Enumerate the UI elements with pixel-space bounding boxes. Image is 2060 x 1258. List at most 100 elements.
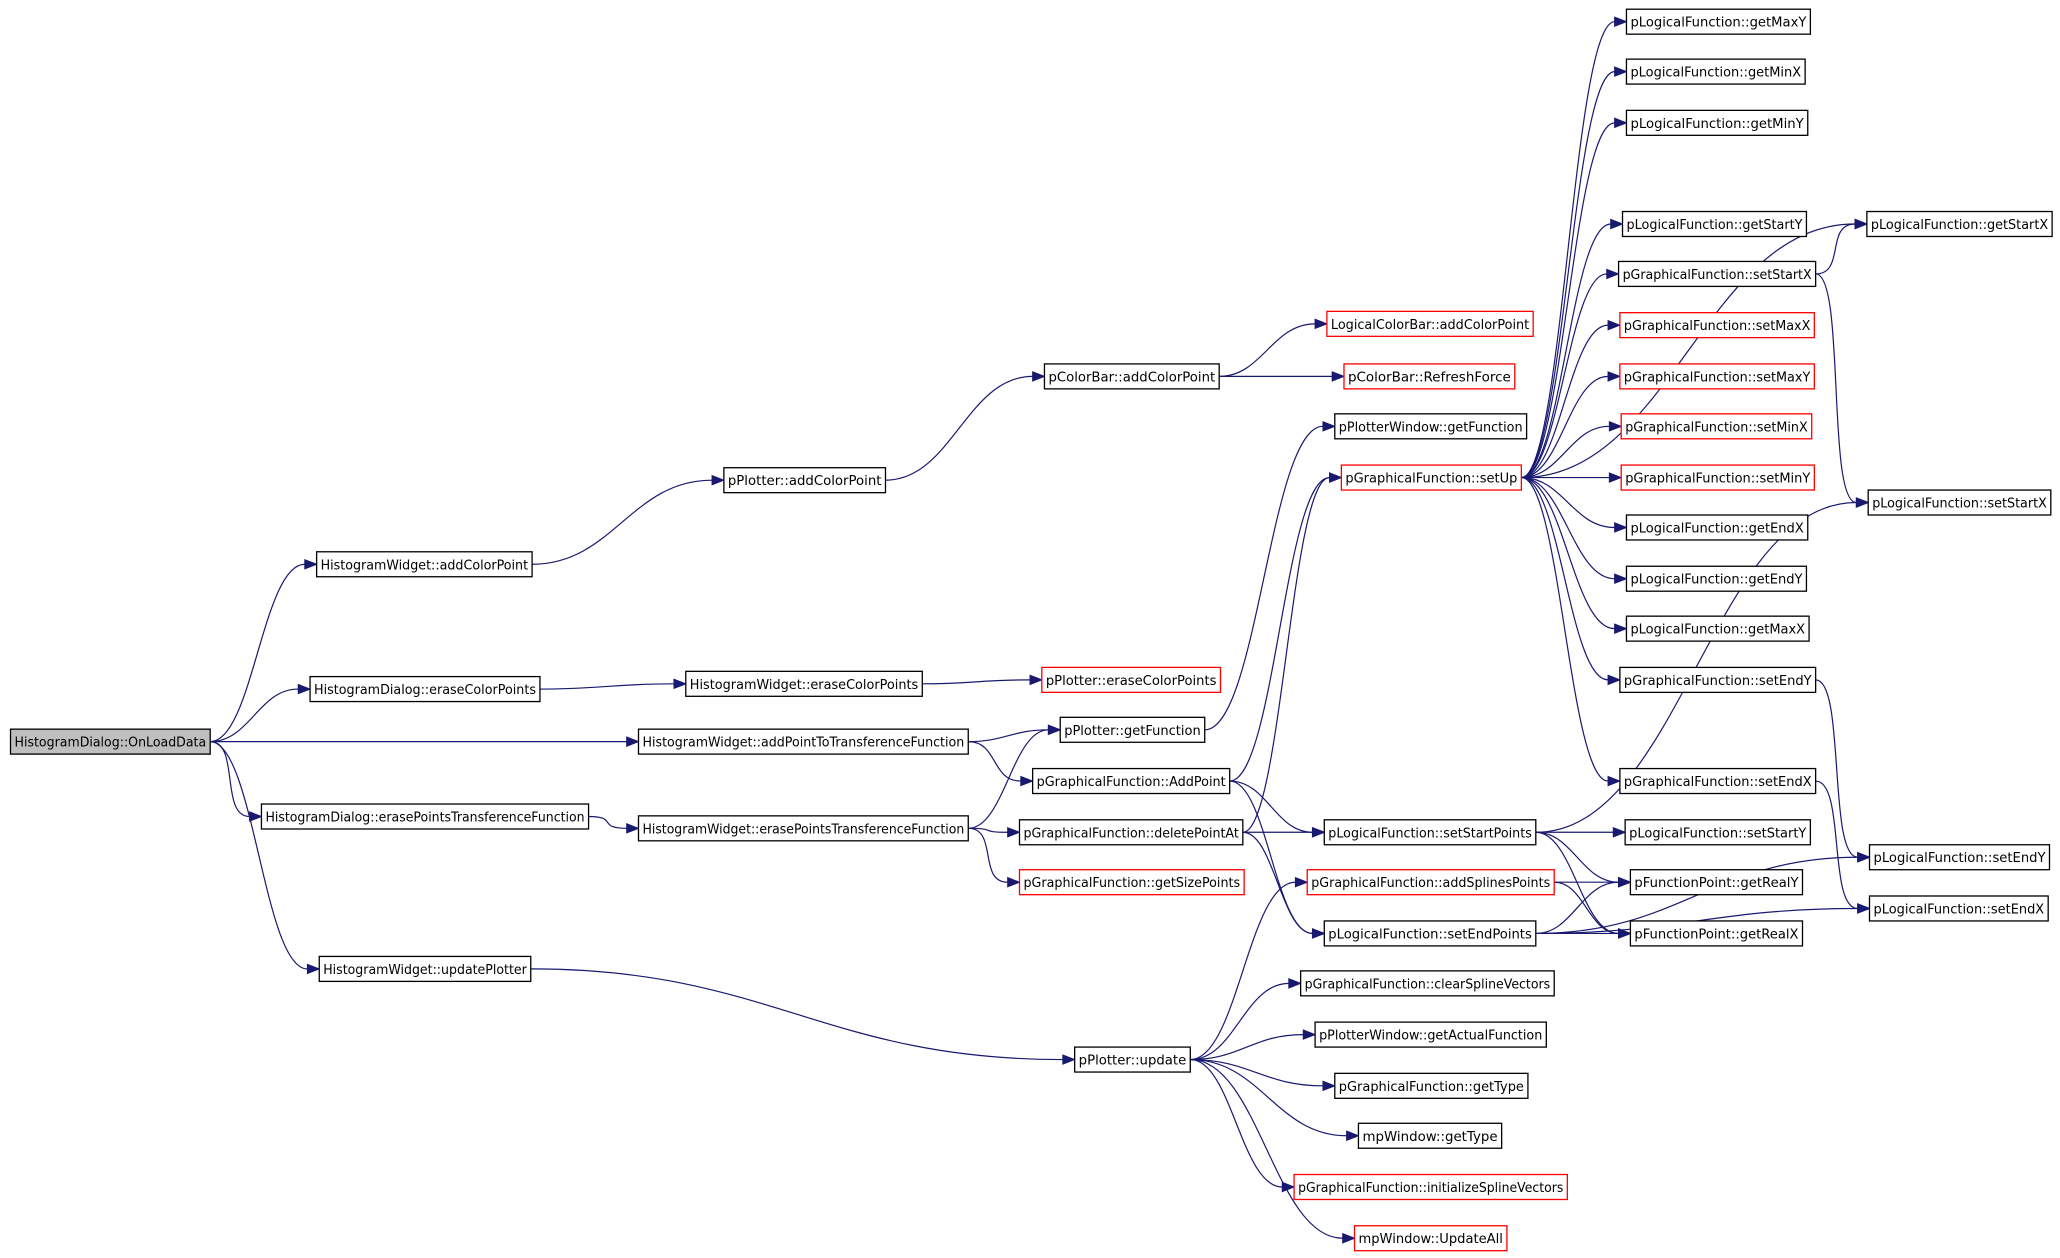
node-label-plf_setStartY: pLogicalFunction::setStartY bbox=[1629, 825, 1807, 841]
node-plf_getMinX[interactable]: pLogicalFunction::getMinX bbox=[1625, 58, 1806, 85]
node-pgf_clearSplineVectors[interactable]: pGraphicalFunction::clearSplineVectors bbox=[1299, 970, 1555, 997]
arrowhead-pp_update-to-pgf_getType bbox=[1322, 1080, 1337, 1092]
node-pp_eraseColorPoints[interactable]: pPlotter::eraseColorPoints bbox=[1041, 666, 1222, 694]
node-box-pp_update bbox=[1074, 1046, 1191, 1073]
node-pgf_setEndX[interactable]: pGraphicalFunction::setEndX bbox=[1619, 767, 1817, 795]
node-box-plf_getMinX bbox=[1625, 58, 1806, 85]
node-label-plf_getStartY: pLogicalFunction::getStartY bbox=[1627, 217, 1804, 233]
arrowhead-root-to-hw_updatePlotter bbox=[306, 963, 321, 975]
arrowhead-plf_setEndPoints-to-plf_setEndY bbox=[1857, 851, 1871, 863]
node-hw_erasePointsTF[interactable]: HistogramWidget::erasePointsTransference… bbox=[637, 815, 969, 842]
edge-hw_updatePlotter-to-pp_update bbox=[530, 968, 1063, 1061]
node-pgf_initializeSplineVectors[interactable]: pGraphicalFunction::initializeSplineVect… bbox=[1293, 1173, 1568, 1201]
edge-pgf_setUp-to-plf_getStartX bbox=[1521, 223, 1856, 479]
node-plf_setEndY[interactable]: pLogicalFunction::setEndY bbox=[1868, 844, 2051, 871]
node-label-plf_getEndX: pLogicalFunction::getEndX bbox=[1630, 520, 1803, 536]
node-label-plf_getMaxY: pLogicalFunction::getMaxY bbox=[1630, 15, 1807, 31]
node-root: HistogramDialog::OnLoadData bbox=[9, 728, 211, 755]
node-plf_getMinY[interactable]: pLogicalFunction::getMinY bbox=[1625, 109, 1809, 136]
arrowhead-plf_setEndPoints-to-plf_setEndX bbox=[1857, 903, 1871, 914]
node-hw_addColorPoint[interactable]: HistogramWidget::addColorPoint bbox=[315, 551, 533, 578]
node-box-root bbox=[9, 728, 211, 755]
arrowhead-hw_addPointTTF-to-pgf_AddPoint bbox=[1020, 775, 1035, 787]
node-plf_setEndX[interactable]: pLogicalFunction::setEndX bbox=[1868, 895, 2049, 922]
node-label-ppw_getActualFunction: pPlotterWindow::getActualFunction bbox=[1319, 1028, 1542, 1044]
node-box-pgf_setStartX bbox=[1617, 260, 1817, 288]
arrowhead-pp_getFunction-to-ppw_getFunction bbox=[1322, 420, 1337, 432]
edge-plf_setStartPoints-to-pfp_getRealX bbox=[1535, 831, 1619, 935]
node-box-hd_eraseColorPoints bbox=[309, 675, 541, 703]
node-box-plf_getMaxY bbox=[1625, 8, 1812, 35]
edge-pp_update-to-pgf_getType bbox=[1190, 1058, 1323, 1087]
node-box-plf_setEndPoints bbox=[1323, 920, 1537, 947]
node-plf_getStartX[interactable]: pLogicalFunction::getStartX bbox=[1866, 210, 2053, 238]
node-hd_eraseColorPoints[interactable]: HistogramDialog::eraseColorPoints bbox=[309, 675, 541, 703]
node-hw_updatePlotter[interactable]: HistogramWidget::updatePlotter bbox=[318, 955, 532, 983]
arrowhead-pcb_addColorPoint-to-lcb_addColorPoint bbox=[1314, 318, 1329, 330]
node-pgf_getType[interactable]: pGraphicalFunction::getType bbox=[1334, 1072, 1529, 1099]
edge-pgf_deletePointAt-to-plf_setEndPoints bbox=[1242, 831, 1313, 935]
node-hd_erasePointsTF[interactable]: HistogramDialog::erasePointsTransference… bbox=[260, 803, 590, 830]
node-pgf_setMaxY[interactable]: pGraphicalFunction::setMaxY bbox=[1619, 363, 1815, 390]
node-pcb_RefreshForce[interactable]: pColorBar::RefreshForce bbox=[1343, 363, 1516, 390]
node-pgf_setMinX[interactable]: pGraphicalFunction::setMinX bbox=[1620, 413, 1813, 440]
node-plf_setStartY[interactable]: pLogicalFunction::setStartY bbox=[1624, 819, 1812, 846]
node-plf_getStartY[interactable]: pLogicalFunction::getStartY bbox=[1621, 210, 1808, 238]
edge-pgf_addSplinesPoints-to-pfp_getRealX bbox=[1554, 881, 1619, 935]
node-plf_getEndX[interactable]: pLogicalFunction::getEndX bbox=[1625, 514, 1809, 541]
node-pgf_addSplinesPoints[interactable]: pGraphicalFunction::addSplinesPoints bbox=[1306, 869, 1555, 896]
node-pfp_getRealX[interactable]: pFunctionPoint::getRealX bbox=[1629, 920, 1804, 947]
node-plf_getEndY[interactable]: pLogicalFunction::getEndY bbox=[1625, 565, 1808, 592]
node-plf_setStartPoints[interactable]: pLogicalFunction::setStartPoints bbox=[1323, 819, 1537, 846]
node-label-plf_setStartX: pLogicalFunction::setStartX bbox=[1872, 496, 2047, 512]
arrowhead-pgf_setUp-to-plf_getMinX bbox=[1614, 66, 1628, 77]
node-plf_setStartX[interactable]: pLogicalFunction::setStartX bbox=[1867, 489, 2052, 516]
edge-pp_update-to-mpw_UpdateAll bbox=[1190, 1058, 1343, 1239]
node-plf_getMaxY[interactable]: pLogicalFunction::getMaxY bbox=[1625, 8, 1812, 35]
node-pp_update[interactable]: pPlotter::update bbox=[1074, 1046, 1191, 1073]
node-pp_getFunction[interactable]: pPlotter::getFunction bbox=[1059, 716, 1206, 743]
node-pgf_AddPoint[interactable]: pGraphicalFunction::AddPoint bbox=[1031, 767, 1231, 795]
node-mpw_getType[interactable]: mpWindow::getType bbox=[1357, 1122, 1503, 1149]
node-hw_addPointTTF[interactable]: HistogramWidget::addPointToTransferenceF… bbox=[637, 728, 969, 755]
node-ppw_getFunction[interactable]: pPlotterWindow::getFunction bbox=[1334, 413, 1528, 440]
node-pgf_deletePointAt[interactable]: pGraphicalFunction::deletePointAt bbox=[1018, 819, 1244, 846]
node-box-plf_getMaxX bbox=[1625, 615, 1810, 642]
node-mpw_UpdateAll[interactable]: mpWindow::UpdateAll bbox=[1353, 1225, 1508, 1252]
edge-pgf_setUp-to-pgf_setMinX bbox=[1521, 425, 1610, 479]
node-pgf_setEndY[interactable]: pGraphicalFunction::setEndY bbox=[1619, 666, 1817, 694]
node-label-plf_setEndY: pLogicalFunction::setEndY bbox=[1874, 850, 2047, 866]
edge-pp_update-to-ppw_getActualFunction bbox=[1190, 1034, 1304, 1061]
node-box-pp_getFunction bbox=[1059, 716, 1206, 743]
node-plf_getMaxX[interactable]: pLogicalFunction::getMaxX bbox=[1625, 615, 1810, 642]
edge-plf_setStartPoints-to-pfp_getRealY bbox=[1535, 831, 1619, 883]
node-hw_eraseColorPoints[interactable]: HistogramWidget::eraseColorPoints bbox=[685, 670, 923, 697]
node-label-plf_setEndX: pLogicalFunction::setEndX bbox=[1874, 901, 2045, 917]
node-layer: HistogramDialog::OnLoadDataHistogramWidg… bbox=[9, 8, 2053, 1252]
edge-pp_addColorPoint-to-pcb_addColorPoint bbox=[885, 375, 1033, 481]
node-label-pp_addColorPoint: pPlotter::addColorPoint bbox=[728, 473, 882, 489]
node-pgf_setMaxX[interactable]: pGraphicalFunction::setMaxX bbox=[1619, 312, 1815, 339]
node-box-pgf_setMaxY bbox=[1619, 363, 1815, 390]
arrowhead-pgf_setUp-to-pgf_setMinX bbox=[1608, 420, 1623, 432]
node-ppw_getActualFunction[interactable]: pPlotterWindow::getActualFunction bbox=[1314, 1021, 1547, 1048]
node-pgf_getSizePoints[interactable]: pGraphicalFunction::getSizePoints bbox=[1018, 869, 1245, 896]
node-pgf_setUp[interactable]: pGraphicalFunction::setUp bbox=[1340, 464, 1523, 491]
edge-pgf_AddPoint-to-plf_setEndPoints bbox=[1229, 780, 1313, 935]
edge-pgf_setEndX-to-plf_setEndX bbox=[1815, 780, 1858, 910]
edge-plf_setEndPoints-to-plf_setEndY bbox=[1535, 856, 1858, 935]
node-pp_addColorPoint[interactable]: pPlotter::addColorPoint bbox=[723, 467, 887, 494]
edge-plf_setEndPoints-to-pfp_getRealY bbox=[1535, 881, 1619, 935]
node-plf_setEndPoints[interactable]: pLogicalFunction::setEndPoints bbox=[1323, 920, 1537, 947]
node-pgf_setStartX[interactable]: pGraphicalFunction::setStartX bbox=[1617, 260, 1817, 288]
node-box-plf_setStartX bbox=[1867, 489, 2052, 516]
node-pcb_addColorPoint[interactable]: pColorBar::addColorPoint bbox=[1043, 363, 1220, 390]
arrowhead-pgf_setUp-to-plf_getEndX bbox=[1614, 522, 1628, 533]
edge-pgf_AddPoint-to-plf_setStartPoints bbox=[1229, 780, 1313, 833]
node-lcb_addColorPoint[interactable]: LogicalColorBar::addColorPoint bbox=[1326, 310, 1534, 337]
edge-hw_addColorPoint-to-pp_addColorPoint bbox=[532, 479, 713, 565]
node-pfp_getRealY[interactable]: pFunctionPoint::getRealY bbox=[1629, 869, 1804, 896]
arrowhead-pgf_deletePointAt-to-pgf_setUp bbox=[1329, 472, 1343, 483]
node-label-pgf_setUp: pGraphicalFunction::setUp bbox=[1345, 471, 1517, 487]
node-pgf_setMinY[interactable]: pGraphicalFunction::setMinY bbox=[1620, 464, 1815, 491]
